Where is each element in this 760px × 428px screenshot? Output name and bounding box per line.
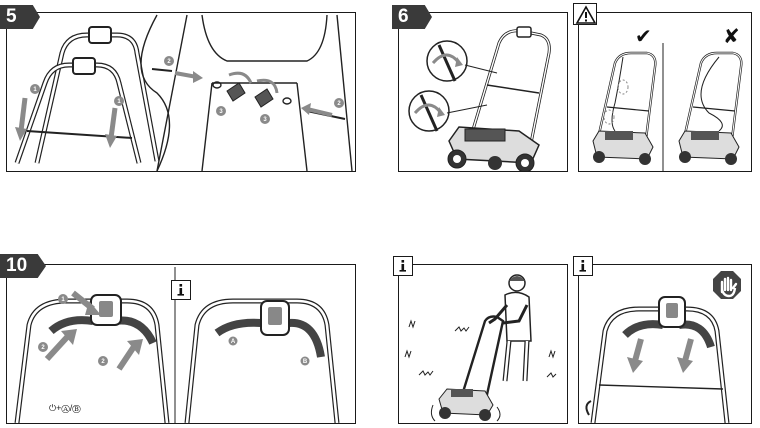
info-icon (177, 284, 184, 296)
marker-10-2: 2 (41, 345, 45, 351)
step-5-illustration: 1 1 2 2 3 3 (14, 14, 353, 171)
step-number-5: 5 (0, 5, 40, 29)
marker-b: B (303, 359, 308, 365)
info-icon-box-release (573, 256, 593, 276)
marker-2b: 2 (337, 101, 341, 107)
info-icon-box-operating (393, 256, 413, 276)
release-levers-illustration (585, 296, 730, 423)
stop-hand-icon (713, 271, 741, 299)
marker-3: 3 (219, 109, 223, 115)
info-icon (399, 260, 406, 272)
marker-1: 1 (33, 87, 37, 93)
warning-icon-box (573, 3, 597, 25)
panel-operating (398, 264, 568, 424)
operator-illustration (404, 274, 557, 422)
marker-2: 2 (167, 59, 171, 65)
cable-routing-illustration: ✔ ✘ (592, 24, 743, 171)
check-icon: ✔ (635, 24, 652, 48)
marker-3b: 3 (263, 117, 267, 123)
info-icon-box-10 (171, 280, 191, 300)
info-icon (579, 260, 586, 272)
marker-10-2b: 2 (101, 359, 105, 365)
panel-cable-routing: ✔ ✘ (578, 12, 752, 172)
step-6-illustration (408, 26, 551, 171)
step-number-6: 6 (392, 5, 432, 29)
cross-icon: ✘ (723, 24, 740, 48)
warning-icon (575, 5, 597, 24)
panel-step-6 (398, 12, 568, 172)
marker-1b: 1 (117, 99, 121, 105)
step-10-illustration: 1 2 2 ⏻+Ⓐ/Ⓑ A B (14, 267, 340, 423)
marker-10-1: 1 (61, 297, 65, 303)
panel-step-5: 1 1 2 2 3 3 (6, 12, 356, 172)
marker-a: A (231, 339, 236, 345)
step-number-10: 10 (0, 254, 46, 278)
power-a-b-caption: ⏻+Ⓐ/Ⓑ (49, 403, 81, 413)
